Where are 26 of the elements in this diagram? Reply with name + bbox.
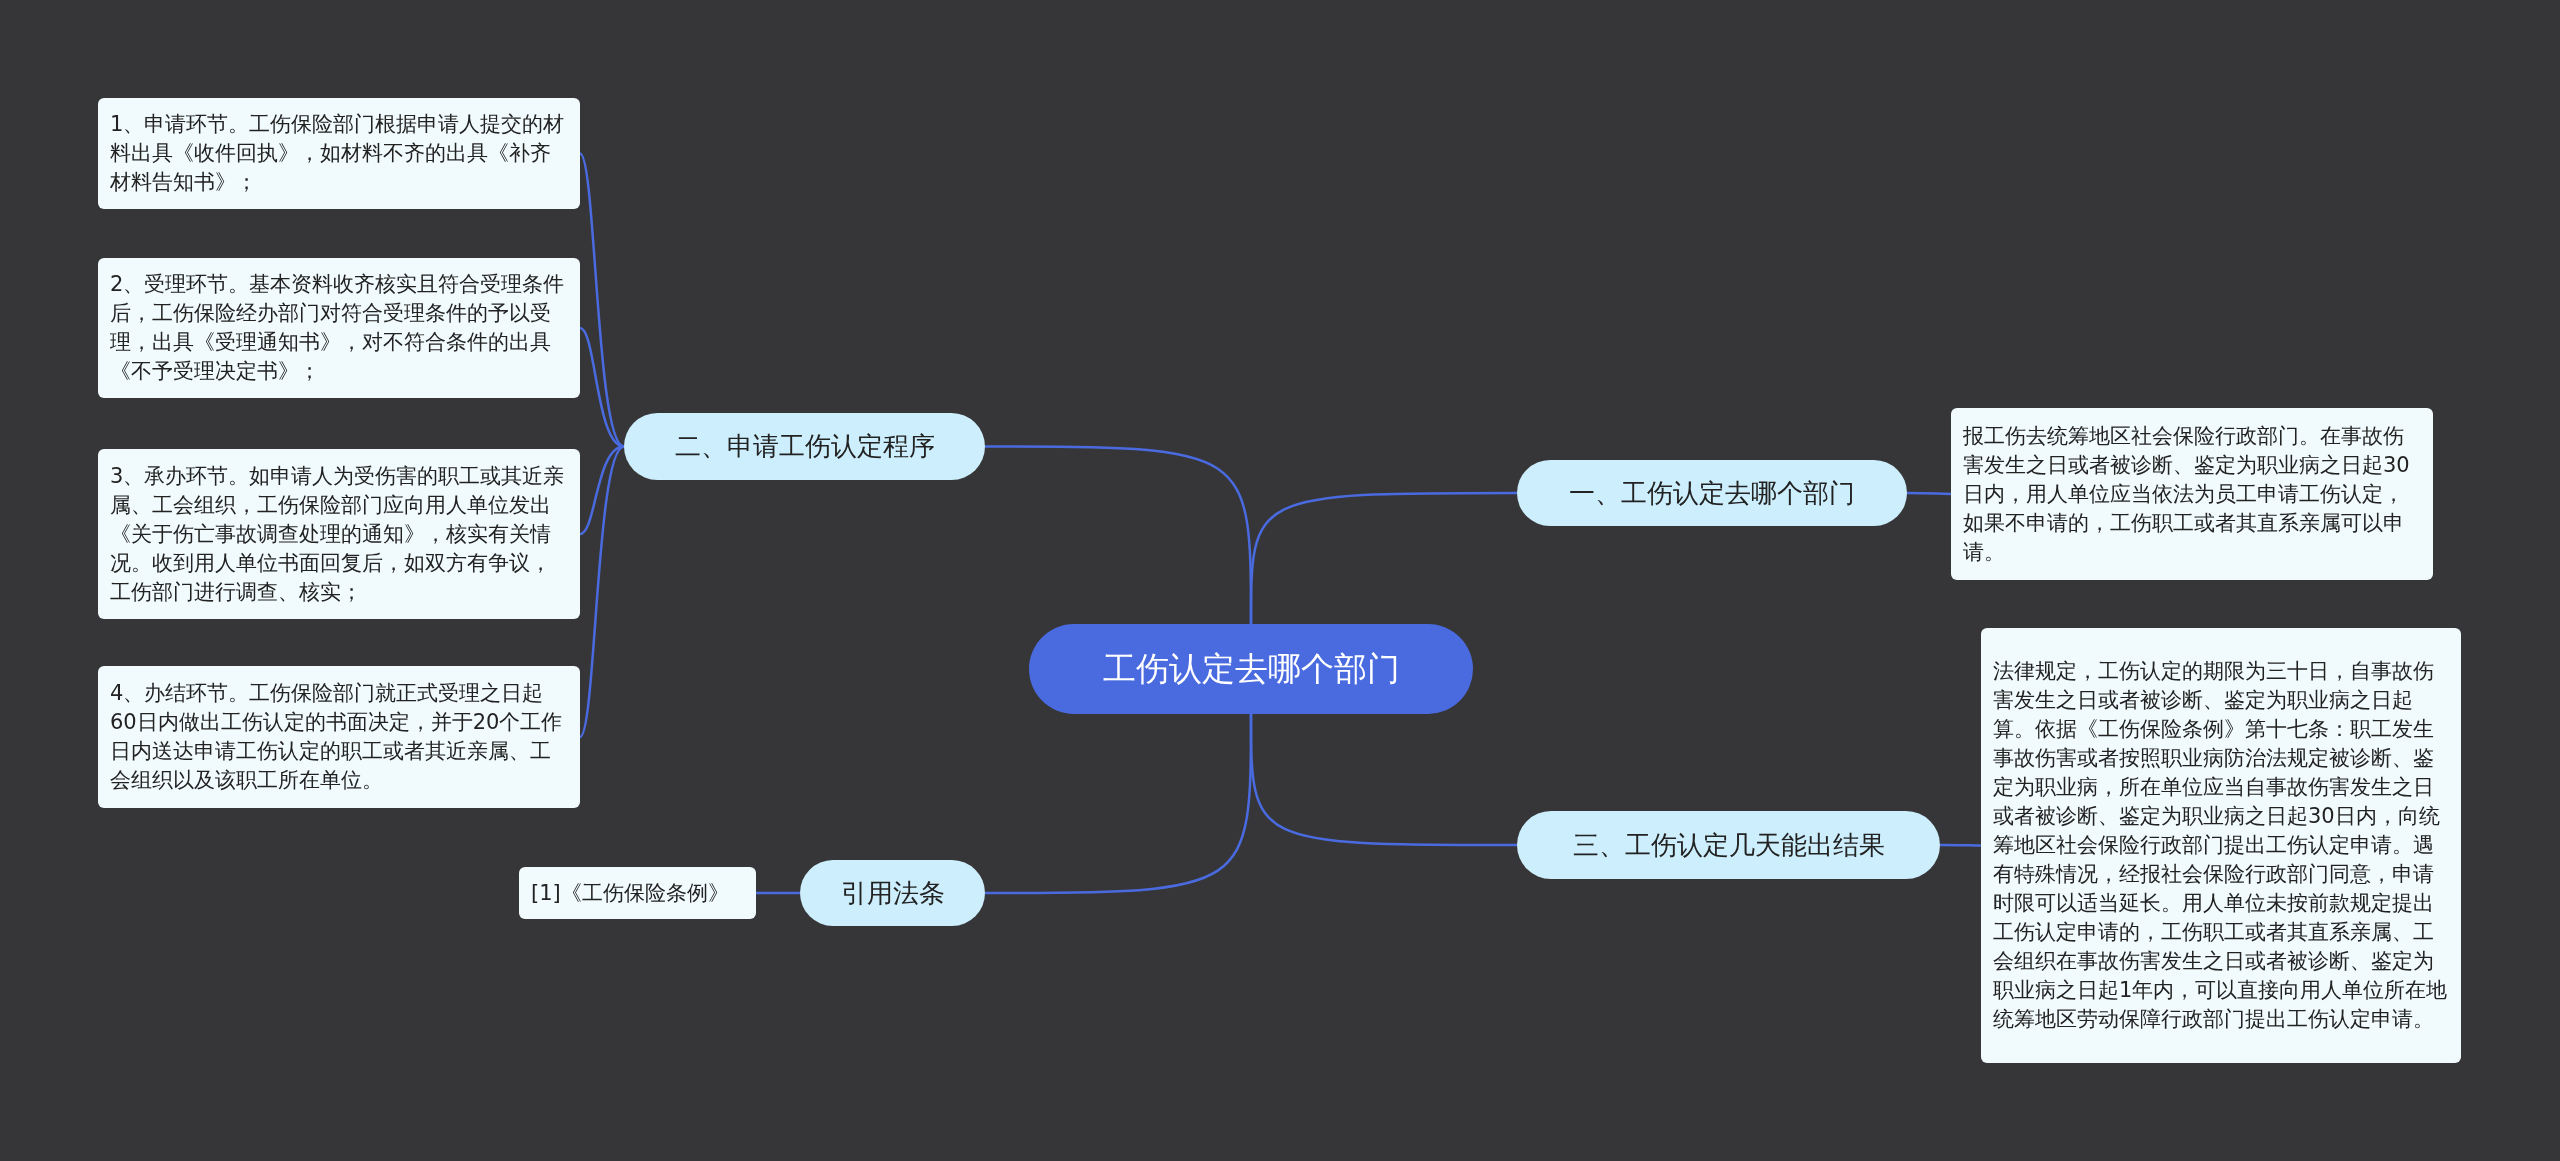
topic-text: 4、办结环节。工伤保险部门就正式受理之日起60日内做出工伤认定的书面决定，并于20个工作日内送达申请工伤认定的职工或者其近亲属、工会组织以及该职工所在单位。 — [110, 680, 564, 794]
detail-card — [519, 867, 756, 919]
topic-text: 1、申请环节。工伤保险部门根据申请人提交的材料出具《收件回执》，如材料不齐的出具《补齐材料告知书》； — [110, 111, 566, 196]
detail-card — [1951, 408, 2433, 580]
detail-card — [98, 449, 580, 619]
connector — [1907, 491, 1951, 496]
connector — [1249, 491, 1517, 624]
detail-card — [98, 666, 580, 808]
connector — [756, 891, 800, 895]
topic-text: 2、受理环节。基本资料收齐核实且符合受理条件后，工伤保险经办部门对符合受理条件的予以受理，出具《受理通知书》，对不符合条件的出具《不予受理决定书》； — [110, 271, 566, 385]
topic-text: 二、申请工伤认定程序 — [674, 430, 935, 463]
topic-text: 引用法条 — [840, 876, 945, 910]
topic-text: 3、承办环节。如申请人为受伤害的职工或其近亲属、工会组织，工伤保险部门应向用人单位发出《关于伤亡事故调查处理的通知》，核实有关情况。收到用人单位书面回复后，如双方有争议，工伤部门进行调查、核实； — [110, 462, 566, 606]
topic-text: 一、工伤认定去哪个部门 — [1569, 476, 1855, 510]
connector — [578, 152, 625, 448]
connector — [1940, 843, 1981, 847]
topic-text: 法律规定，工伤认定的期限为三十日，自事故伤害发生之日或者被诊断、鉴定为职业病之日起算。依据《工伤保险条例》第十七条：职工发生事故伤害或者按照职业病防治法规定被诊断、鉴定为职业病，所在单位应当自事故伤害发生之日或者被诊断、鉴定为职业病之日起30日内，向统筹地区社会保险行政部门提出工伤认定申请。遇有特殊情况，经报社会保险行政部门同意，申请时限可以适当延长。用人单位未按前款规定提出工伤认定申请的，工伤职工或者其直系亲属、工会组织在事故伤害发生之日或者被诊断、鉴定为职业病之日起1年内，可以直接向用人单位所在地统筹地区劳动保障行政部门提出工伤认定申请。 — [1993, 658, 2449, 1033]
topic-text: 三、工伤认定几天能出结果 — [1572, 828, 1885, 862]
detail-card — [98, 98, 580, 209]
topic-text: [1]《工伤保险条例》 — [531, 879, 729, 907]
topic-text: 报工伤去统筹地区社会保险行政部门。在事故伤害发生之日或者被诊断、鉴定为职业病之日起30日内，用人单位应当依法为员工申请工伤认定，如果不申请的，工伤职工或者其直系亲属可以申请。 — [1963, 422, 2411, 566]
connector — [578, 445, 625, 738]
detail-card — [1981, 628, 2461, 1063]
connector — [985, 714, 1253, 895]
topic-text: 工伤认定去哪个部门 — [1102, 648, 1400, 691]
detail-card — [98, 258, 580, 398]
